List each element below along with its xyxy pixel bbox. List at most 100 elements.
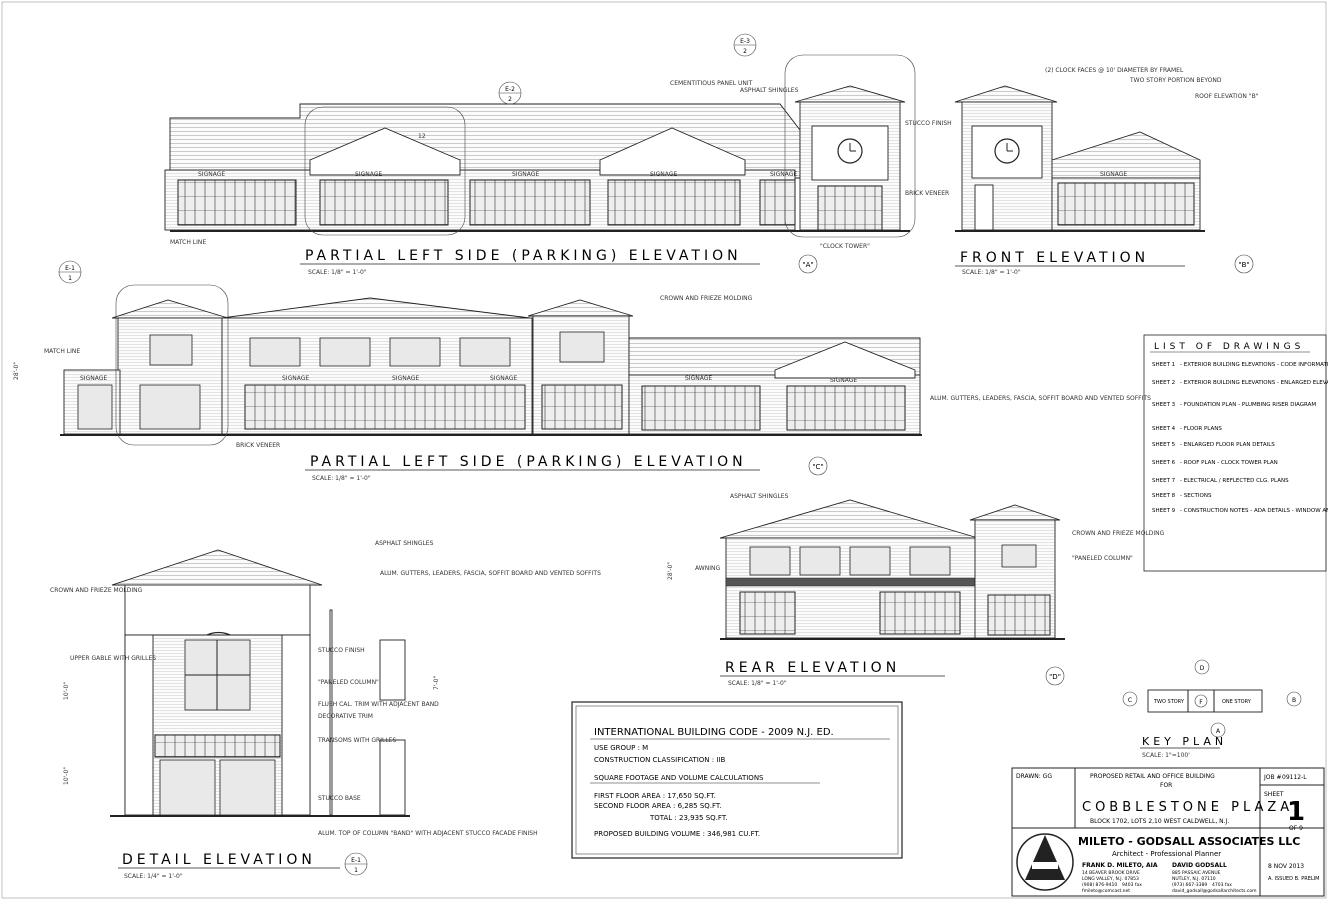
dimension-label: 10'-0" bbox=[63, 767, 70, 785]
dimension-label: 7'-0" bbox=[433, 676, 440, 690]
drawings-list-item: SHEET 9- CONSTRUCTION NOTES - ADA DETAIL… bbox=[1152, 508, 1328, 514]
key-plan: TWO STORY ONE STORY C D F A B KEY PLAN S… bbox=[1122, 659, 1302, 759]
signage-label: SIGNAGE bbox=[490, 375, 517, 382]
svg-text:E-3: E-3 bbox=[740, 38, 750, 45]
scale-elevation-a: SCALE: 1/8" = 1'-0" bbox=[308, 269, 367, 276]
drawn-by: DRAWN: GG bbox=[1016, 773, 1052, 780]
title-front-elevation: FRONT ELEVATION bbox=[960, 250, 1149, 266]
svg-text:C: C bbox=[1128, 697, 1132, 704]
note-two-story: TWO STORY PORTION BEYOND bbox=[1129, 77, 1222, 84]
project-name: COBBLESTONE PLAZA bbox=[1082, 800, 1293, 815]
note-brick-veneer: BRICK VENEER bbox=[905, 190, 949, 197]
drawings-list-item: SHEET 8- SECTIONS bbox=[1152, 493, 1212, 499]
elevation-c: E-1 1 SIGNAGE SIGNAGE SIGNAGE SIGNAGE SI… bbox=[13, 260, 1151, 482]
note-roof-elevation: ROOF ELEVATION "B" bbox=[1195, 93, 1259, 100]
code-box-title: INTERNATIONAL BUILDING CODE - 2009 N.J. … bbox=[594, 727, 834, 738]
drawings-list-title: LIST OF DRAWINGS bbox=[1154, 342, 1304, 352]
svg-text:2: 2 bbox=[743, 48, 747, 55]
mark-rear-elevation: "D" bbox=[1049, 673, 1061, 681]
signage-label: SIGNAGE bbox=[355, 171, 382, 178]
note-stucco-finish: STUCCO FINISH bbox=[318, 647, 365, 654]
code-box: INTERNATIONAL BUILDING CODE - 2009 N.J. … bbox=[571, 701, 903, 859]
mark-elevation-a: "A" bbox=[802, 261, 813, 269]
svg-text:(908) 876-9410: (908) 876-9410 bbox=[1082, 882, 1117, 888]
signage-label: SIGNAGE bbox=[512, 171, 539, 178]
drawings-list-item: SHEET 4 - FLOOR PLANS bbox=[1152, 426, 1222, 432]
note-awning: AWNING bbox=[695, 565, 720, 572]
firm-name: MILETO - GODSALL ASSOCIATES LLC bbox=[1078, 835, 1300, 848]
drawings-list-desc: - ROOF PLAN - CLOCK TOWER PLAN bbox=[1180, 460, 1278, 466]
firm-subtitle: Architect - Professional Planner bbox=[1112, 850, 1221, 858]
scale-detail-elevation: SCALE: 1/4" = 1'-0" bbox=[124, 873, 183, 880]
code-use-group: USE GROUP : M bbox=[594, 744, 648, 752]
note-crown-frieze: CROWN AND FRIEZE MOLDING bbox=[1072, 530, 1165, 537]
svg-text:A: A bbox=[1216, 728, 1221, 735]
issue-date: 8 NOV 2013 bbox=[1268, 863, 1304, 870]
dimension-label: 28'-0" bbox=[13, 362, 20, 380]
code-second-floor: SECOND FLOOR AREA : 6,285 SQ.FT. bbox=[594, 802, 722, 810]
signage-label: SIGNAGE bbox=[80, 375, 107, 382]
drawings-list-desc: - ELECTRICAL / REFLECTED CLG. PLANS bbox=[1180, 478, 1289, 484]
svg-text:1: 1 bbox=[354, 867, 358, 874]
architect-1: FRANK D. MILETO, AIA bbox=[1082, 862, 1158, 869]
callout-e3: E-3 2 bbox=[733, 33, 757, 57]
drawings-list-item: SHEET 3- FOUNDATION PLAN - PLUMBING RISE… bbox=[1152, 402, 1316, 408]
note-gutters: ALUM. GUTTERS, LEADERS, FASCIA, SOFFIT B… bbox=[930, 395, 1151, 402]
drawings-list: LIST OF DRAWINGS SHEET 1 - EXTERIOR BUILD… bbox=[1143, 334, 1328, 572]
signage-label: SIGNAGE bbox=[830, 377, 857, 384]
svg-text:E-1: E-1 bbox=[351, 857, 361, 864]
note-clock-tower: "CLOCK TOWER" bbox=[820, 243, 870, 250]
project-description: PROPOSED RETAIL AND OFFICE BUILDING bbox=[1090, 773, 1215, 780]
scale-elevation-c: SCALE: 1/8" = 1'-0" bbox=[312, 475, 371, 482]
note-upper-gable: UPPER GABLE WITH GRILLES bbox=[70, 655, 156, 662]
drawings-list-sheet: SHEET 1 bbox=[1152, 362, 1175, 368]
drawings-list-sheet: SHEET 7 bbox=[1152, 478, 1176, 484]
note-crown-frieze: CROWN AND FRIEZE MOLDING bbox=[50, 587, 143, 594]
svg-text:2: 2 bbox=[508, 96, 512, 103]
revisions: A. ISSUED B. PRELIM bbox=[1268, 876, 1319, 882]
dimension-label: 12 bbox=[418, 133, 426, 140]
architect-2: DAVID GODSALL bbox=[1172, 862, 1227, 869]
elevation-front: SIGNAGE (2) CLOCK FACES @ 10' DIAMETER B… bbox=[954, 67, 1259, 276]
note-cementitious-panels: CEMENTITIOUS PANEL UNIT bbox=[670, 80, 753, 87]
svg-text:TWO STORY: TWO STORY bbox=[1153, 699, 1185, 705]
drawings-list-item: SHEET 5- ENLARGED FLOOR PLAN DETAILS bbox=[1152, 442, 1275, 448]
note-stucco-base: STUCCO BASE bbox=[318, 795, 361, 802]
drawings-list-desc: - EXTERIOR BUILDING ELEVATIONS - CODE IN… bbox=[1180, 362, 1328, 368]
svg-text:NUTLEY, N.J. 07110: NUTLEY, N.J. 07110 bbox=[1172, 876, 1216, 882]
svg-text:fmileto@comcast.net: fmileto@comcast.net bbox=[1082, 888, 1130, 894]
sheet-number: 1 bbox=[1287, 797, 1305, 827]
note-asphalt-shingles: ASPHALT SHINGLES bbox=[730, 493, 789, 500]
elevation-detail: ALUM. GUTTERS, LEADERS, FASCIA, SOFFIT B… bbox=[50, 540, 601, 880]
sheet-label: SHEET bbox=[1264, 791, 1284, 798]
mark-elevation-c: "C" bbox=[812, 463, 823, 471]
signage-label: SIGNAGE bbox=[282, 375, 309, 382]
code-volume: PROPOSED BUILDING VOLUME : 346,981 CU.FT… bbox=[594, 830, 760, 838]
drawings-list-desc: - FLOOR PLANS bbox=[1180, 426, 1222, 432]
signage-label: SIGNAGE bbox=[198, 171, 225, 178]
callout-e1: E-1 1 bbox=[58, 260, 82, 284]
svg-text:885 PASSAIC AVENUE: 885 PASSAIC AVENUE bbox=[1172, 870, 1221, 876]
dimension-label: 28'-0" bbox=[667, 562, 674, 580]
signage-label: SIGNAGE bbox=[392, 375, 419, 382]
code-total: TOTAL : 23,935 SQ.FT. bbox=[649, 814, 728, 822]
svg-text:david_godsall@godsallarchitect: david_godsall@godsallarchitects.com bbox=[1172, 888, 1257, 894]
job-number: 09112-L bbox=[1282, 774, 1307, 781]
title-key-plan: KEY PLAN bbox=[1142, 735, 1227, 748]
svg-text:F: F bbox=[1199, 699, 1203, 706]
note-stucco-finish: STUCCO FINISH bbox=[905, 120, 952, 127]
note-decorative-trim: DECORATIVE TRIM bbox=[318, 713, 373, 720]
dimension-label: 10'-0" bbox=[63, 682, 70, 700]
project-for: FOR bbox=[1160, 782, 1172, 789]
title-block: DRAWN: GG PROPOSED RETAIL AND OFFICE BUI… bbox=[1011, 767, 1325, 897]
drawings-list-sheet: SHEET 2 bbox=[1152, 380, 1175, 386]
svg-text:14 BEAVER BROOK DRIVE: 14 BEAVER BROOK DRIVE bbox=[1082, 870, 1140, 876]
storefront-row-a bbox=[177, 179, 796, 226]
code-construction: CONSTRUCTION CLASSIFICATION : IIB bbox=[594, 756, 725, 764]
sheet-of: OF 9 bbox=[1289, 825, 1303, 832]
drawings-list-sheet: SHEET 4 bbox=[1152, 426, 1176, 432]
svg-text:D: D bbox=[1200, 665, 1205, 672]
scale-front-elevation: SCALE: 1/8" = 1'-0" bbox=[962, 269, 1021, 276]
drawings-list-desc: - FOUNDATION PLAN - PLUMBING RISER DIAGR… bbox=[1180, 402, 1316, 408]
